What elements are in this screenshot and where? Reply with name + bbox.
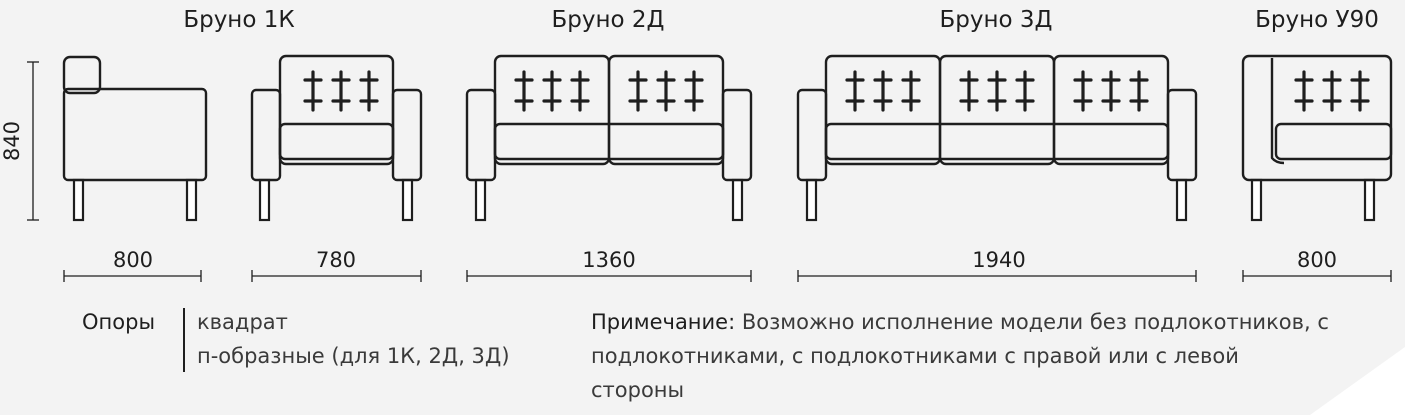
legs-options: квадрат п-образные (для 1К, 2Д, 3Д) [197,305,510,373]
title-bruno-2d: Бруно 2Д [551,7,664,33]
tufting [1294,70,1370,112]
width-dimension-2d: 1360 [466,248,752,282]
width-dimension-side: 800 [63,248,202,282]
side-view-1k [62,55,208,222]
legs-label: Опоры [82,310,156,334]
title-bruno-3d: Бруно 3Д [939,7,1052,33]
width-label-1k: 780 [316,248,356,272]
legs-divider [183,308,185,372]
title-bruno-1k: Бруно 1К [183,7,294,33]
title-bruno-u90: Бруно У90 [1255,7,1379,33]
front-view-3d [796,54,1198,222]
width-label-3d: 1940 [972,248,1025,272]
note: Примечание: Возможно исполнение модели б… [591,305,1331,407]
front-view-u90 [1241,54,1393,222]
note-text: Возможно исполнение модели без подлокотн… [591,310,1329,402]
tufting [845,70,1149,112]
legs-option-square: квадрат [197,310,288,334]
width-dimension-3d: 1940 [797,248,1197,282]
height-dimension: 840 [0,61,39,221]
width-label-u90: 800 [1297,248,1337,272]
width-dimension-1k: 780 [251,248,422,282]
tufting [303,70,379,112]
tufting [514,70,704,112]
front-view-1k [250,54,423,222]
width-label-2d: 1360 [582,248,635,272]
width-label-side: 800 [113,248,153,272]
note-label: Примечание: [591,310,736,334]
front-view-2d [465,54,753,222]
corner-decoration [1310,347,1405,415]
width-dimension-u90: 800 [1242,248,1392,282]
legs-option-u-shaped: п-образные (для 1К, 2Д, 3Д) [197,344,510,368]
height-label: 840 [0,121,24,161]
